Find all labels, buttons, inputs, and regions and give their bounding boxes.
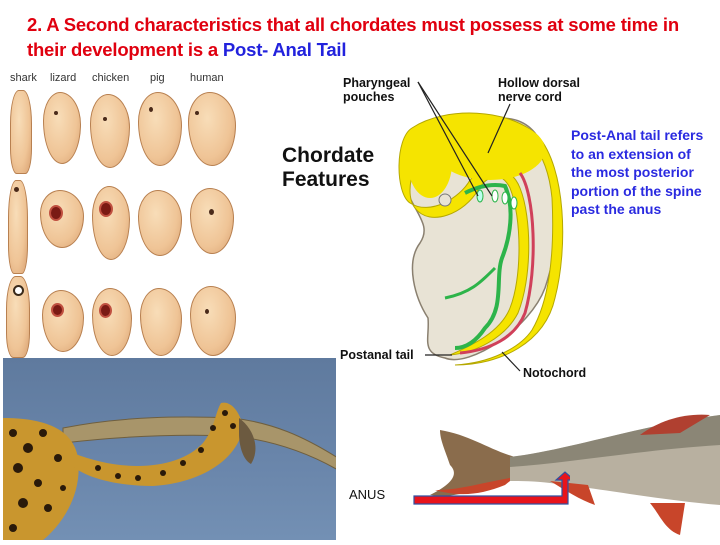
embryo-human-1 xyxy=(188,92,236,166)
embryo-chicken-2 xyxy=(92,186,130,260)
embryo-shark-2 xyxy=(8,180,28,274)
embryo-lizard-1 xyxy=(43,92,81,164)
label-hollow-dorsal-nerve-cord: Hollow dorsal nerve cord xyxy=(498,76,580,104)
embryo-shark-1 xyxy=(10,90,32,174)
anus-arrow-icon xyxy=(413,471,570,505)
post-anal-tail-description: Post-Anal tail refers to an extension of… xyxy=(571,127,704,217)
title-text: 2. A Second characteristics that all cho… xyxy=(27,14,679,60)
embryo-comparison-figure: shark lizard chicken pig human xyxy=(0,68,265,358)
chordate-features-diagram: Chordate Features Pharyngeal pouches Hol… xyxy=(270,68,600,388)
column-label-chicken: chicken xyxy=(92,72,130,84)
embryo-diagram-illustration xyxy=(398,81,564,372)
title-accent: Post- Anal Tail xyxy=(222,39,347,60)
diagram-heading: Chordate Features xyxy=(282,144,375,191)
embryo-pig-2 xyxy=(138,190,182,256)
column-label-shark: shark xyxy=(10,72,37,84)
embryo-chicken-3 xyxy=(92,288,132,356)
embryo-chicken-1 xyxy=(90,94,130,168)
embryo-human-3 xyxy=(190,286,236,356)
leopard-tail-photo xyxy=(3,358,336,540)
fish-illustration xyxy=(430,414,720,535)
column-label-human: human xyxy=(190,72,224,84)
label-postanal-tail: Postanal tail xyxy=(340,348,414,362)
embryo-shark-3 xyxy=(6,276,30,358)
embryo-pig-1 xyxy=(138,92,182,166)
slide-title: 2. A Second characteristics that all cho… xyxy=(27,12,717,62)
leopard-illustration xyxy=(3,402,336,540)
label-pharyngeal-pouches: Pharyngeal pouches xyxy=(343,76,411,104)
column-label-lizard: lizard xyxy=(50,72,77,84)
column-label-pig: pig xyxy=(150,72,165,84)
embryo-pig-3 xyxy=(140,288,182,356)
fish-tail-photo xyxy=(340,395,720,540)
anus-label: ANUS xyxy=(349,487,386,502)
embryo-lizard-2 xyxy=(40,190,84,248)
embryo-human-2 xyxy=(190,188,234,254)
embryo-lizard-3 xyxy=(42,290,84,352)
label-notochord: Notochord xyxy=(523,366,587,380)
